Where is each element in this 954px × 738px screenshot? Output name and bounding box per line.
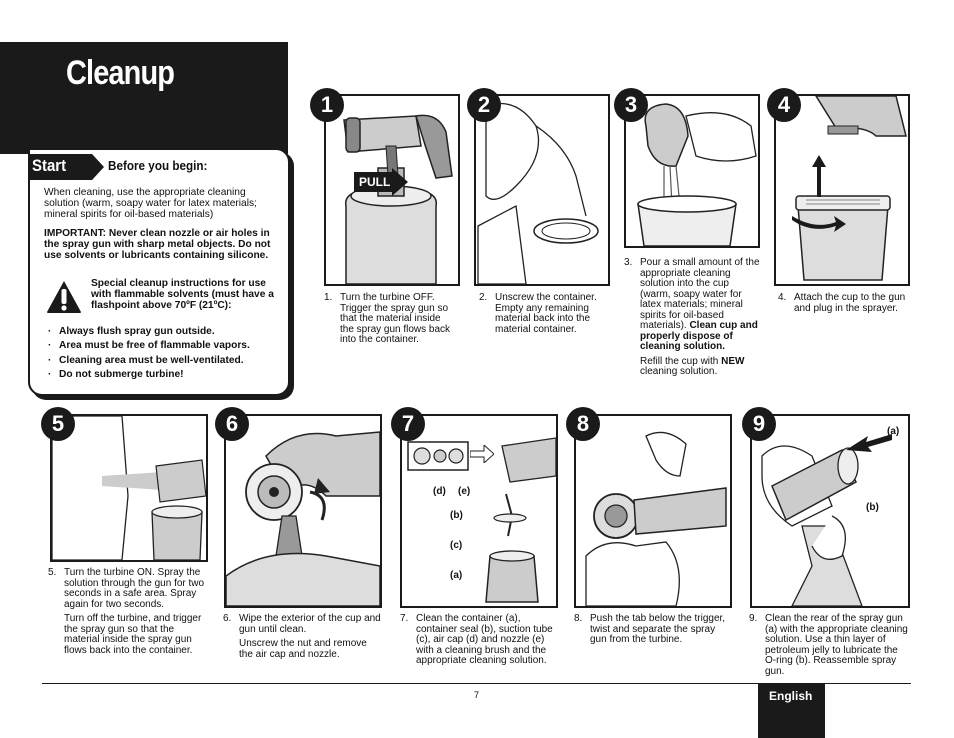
step-5-number: 5	[41, 407, 75, 441]
step-4-caption-number: 4.	[778, 292, 787, 303]
step-1-text: Turn the turbine OFF. Trigger the spray …	[340, 292, 451, 345]
step-8-caption: 8. Push the tab below the trigger, twist…	[574, 613, 732, 650]
step-5-text: Turn the turbine ON. Spray the solution …	[64, 567, 205, 610]
bottom-rule	[42, 683, 911, 684]
list-item: Cleaning area must be well-ventilated.	[46, 355, 282, 366]
step-5-illustration	[50, 414, 208, 562]
step-6-illustration	[224, 414, 382, 608]
start-tab	[28, 154, 92, 180]
label-d: (d)	[433, 486, 446, 497]
step-3-caption: 3. Pour a small amount of the appropriat…	[624, 257, 760, 382]
pull-arrow-icon	[354, 168, 408, 196]
step-3-number: 3	[614, 88, 648, 122]
step-6-text-2: Unscrew the nut and remove the air cap a…	[239, 638, 367, 660]
header-block	[0, 42, 288, 154]
step-2-number: 2	[467, 88, 501, 122]
step-8-illustration	[574, 414, 732, 608]
step-4-illustration	[774, 94, 910, 286]
step-6-caption: 6. Wipe the exterior of the cup and gun …	[223, 613, 383, 664]
list-item: Area must be free of flammable vapors.	[46, 340, 282, 351]
step-2-caption: 2. Unscrew the container. Empty any rema…	[479, 292, 613, 339]
rotate-arrow-icon	[792, 216, 846, 232]
language-tab	[758, 684, 825, 738]
step-5-caption-number: 5.	[48, 567, 57, 578]
step-1-number: 1	[310, 88, 344, 122]
label-c: (c)	[450, 540, 463, 551]
up-arrow-icon	[812, 155, 826, 197]
language-label: English	[769, 689, 813, 703]
step-7-number: 7	[391, 407, 425, 441]
step-8-caption-number: 8.	[574, 613, 583, 624]
step-3-caption-number: 3.	[624, 257, 633, 268]
step-8-number: 8	[566, 407, 600, 441]
label-b: (b)	[450, 510, 463, 521]
step-1-caption-number: 1.	[324, 292, 333, 303]
step-2-illustration	[474, 94, 610, 286]
label-e: (e)	[458, 486, 471, 497]
step-3-new-text: NEW	[721, 355, 745, 367]
label-b: (b)	[866, 502, 879, 513]
step-9-text: Clean the rear of the spray gun (a) with…	[765, 613, 908, 677]
page-number: 7	[474, 690, 480, 700]
step-1-caption: 1. Turn the turbine OFF. Trigger the spr…	[324, 292, 454, 350]
step-3-bold-text: Clean cup and properly dispose of cleani…	[640, 320, 758, 352]
step-9-caption-number: 9.	[749, 613, 758, 624]
insert-arrow-icon	[846, 434, 892, 452]
insert-arrow-icon	[470, 445, 494, 463]
start-arrow-icon	[92, 154, 104, 180]
important-notice: IMPORTANT: Never clean nozzle or air hol…	[44, 228, 271, 261]
step-3-refill-end: cleaning solution.	[640, 366, 718, 377]
step-9-caption: 9. Clean the rear of the spray gun (a) w…	[749, 613, 911, 681]
before-you-begin-heading: Before you begin:	[108, 158, 208, 173]
flammable-warning: Special cleanup instructions for use wit…	[91, 278, 274, 311]
label-a: (a)	[887, 426, 900, 437]
step-4-caption: 4. Attach the cup to the gun and plug in…	[778, 292, 912, 318]
step-5-text-2: Turn off the turbine, and trigger the sp…	[64, 613, 202, 656]
step-6-number: 6	[215, 407, 249, 441]
step-4-number: 4	[767, 88, 801, 122]
step-2-text: Unscrew the container. Empty any remaini…	[495, 292, 597, 335]
step-7-caption: 7. Clean the container (a), container se…	[400, 613, 558, 671]
step-5-caption: 5. Turn the turbine ON. Spray the soluti…	[48, 567, 208, 660]
page-title: Cleanup	[66, 54, 175, 92]
step-7-illustration	[400, 414, 558, 608]
warning-icon	[47, 281, 81, 313]
start-label: Start	[32, 156, 67, 175]
safety-bullets: Always flush spray gun outside. Area mus…	[46, 326, 282, 383]
list-item: Always flush spray gun outside.	[46, 326, 282, 337]
step-3-text: Pour a small amount of the appropriate c…	[640, 257, 760, 331]
intro-text: When cleaning, use the appropriate clean…	[44, 187, 257, 220]
step-6-caption-number: 6.	[223, 613, 232, 624]
list-item: Do not submerge turbine!	[46, 369, 282, 380]
step-9-illustration	[750, 414, 910, 608]
step-3-refill-text: Refill the cup with	[640, 355, 722, 367]
step-7-text: Clean the container (a), container seal …	[416, 613, 553, 666]
step-2-caption-number: 2.	[479, 292, 488, 303]
step-3-illustration	[624, 94, 760, 248]
step-7-caption-number: 7.	[400, 613, 409, 624]
step-9-number: 9	[742, 407, 776, 441]
label-a: (a)	[450, 570, 463, 581]
pull-label: PULL	[359, 175, 391, 189]
step-8-text: Push the tab below the trigger, twist an…	[590, 613, 726, 645]
step-6-text: Wipe the exterior of the cup and gun unt…	[239, 613, 381, 635]
step-4-text: Attach the cup to the gun and plug in th…	[794, 292, 906, 314]
